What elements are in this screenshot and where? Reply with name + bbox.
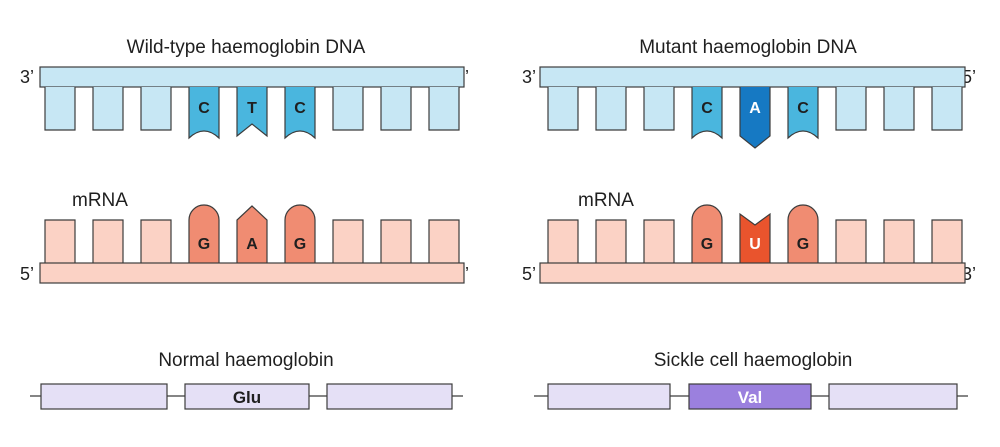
- mrna-base: [92, 219, 124, 263]
- sickle-cell-haemoglobin-chain: Val: [534, 383, 968, 410]
- dna-base: [835, 87, 867, 131]
- dna-base-letter: T: [247, 100, 257, 117]
- dna-base: [380, 87, 412, 131]
- mrna-base: [547, 219, 579, 263]
- mrna-base: [428, 219, 460, 263]
- amino-acid-label: Val: [738, 388, 763, 407]
- dna-base: [332, 87, 364, 131]
- dna-backbone: [39, 66, 465, 88]
- mrna-base: [883, 219, 915, 263]
- dna-base: [931, 87, 963, 131]
- mrna-base: [140, 219, 172, 263]
- dna-base: [883, 87, 915, 131]
- dna-base-c: [284, 87, 316, 140]
- amino-acid-label: Glu: [233, 388, 261, 407]
- wild-type-mrna-5-prime: 5’: [20, 264, 34, 284]
- dna-base-t: [236, 87, 268, 138]
- mrna-backbone: [39, 262, 465, 284]
- dna-base: [428, 87, 460, 131]
- polypeptide-segment: [828, 383, 958, 410]
- wild-type-panel: Wild-type haemoglobin DNA 3’ 5’ C T C mRNA…: [20, 37, 469, 410]
- dna-base: [595, 87, 627, 131]
- polypeptide-segment: [547, 383, 671, 410]
- mrna-base-u: [739, 212, 771, 263]
- mrna-base: [332, 219, 364, 263]
- mrna-base: [380, 219, 412, 263]
- wild-type-dna-title: Wild-type haemoglobin DNA: [127, 37, 366, 58]
- mutant-dna-title: Mutant haemoglobin DNA: [639, 37, 857, 58]
- dna-base-letter: C: [701, 100, 713, 117]
- wild-type-mrna-label: mRNA: [72, 190, 128, 211]
- mutant-mrna-5-prime: 5’: [522, 264, 536, 284]
- mrna-base-g: [787, 204, 819, 263]
- amino-acid-residue: [688, 383, 812, 410]
- polypeptide-segment: [40, 383, 168, 410]
- amino-acid-residue: [184, 383, 310, 410]
- mrna-base-letter: G: [198, 236, 210, 253]
- mrna-base-g: [691, 204, 723, 263]
- mrna-base: [595, 219, 627, 263]
- mrna-base-g: [188, 204, 220, 263]
- mrna-base-letter: G: [294, 236, 306, 253]
- dna-base-a: [739, 87, 771, 149]
- mrna-base: [643, 219, 675, 263]
- dna-backbone: [539, 66, 966, 88]
- mrna-base-letter: G: [701, 236, 713, 253]
- mrna-base: [835, 219, 867, 263]
- dna-base-c: [188, 87, 220, 140]
- dna-base: [643, 87, 675, 131]
- normal-haemoglobin-title: Normal haemoglobin: [158, 350, 333, 371]
- dna-base-letter: A: [749, 100, 761, 117]
- dna-base: [547, 87, 579, 131]
- dna-base: [140, 87, 172, 131]
- dna-base: [44, 87, 76, 131]
- mrna-base-g: [284, 204, 316, 263]
- dna-base-letter: C: [198, 100, 210, 117]
- dna-base-c: [787, 87, 819, 140]
- mrna-backbone: [539, 262, 966, 284]
- mrna-base: [44, 219, 76, 263]
- sickle-cell-haemoglobin-title: Sickle cell haemoglobin: [654, 350, 853, 371]
- dna-base: [92, 87, 124, 131]
- mrna-base-letter: G: [797, 236, 809, 253]
- mutant-mrna-label: mRNA: [578, 190, 634, 211]
- dna-base-letter: C: [294, 100, 306, 117]
- dna-base-c: [691, 87, 723, 140]
- mutant-dna-3-prime: 3’: [522, 67, 536, 87]
- wild-type-dna-3-prime: 3’: [20, 67, 34, 87]
- mrna-base-letter: U: [749, 236, 761, 253]
- mrna-base-letter: A: [246, 236, 258, 253]
- mrna-base-a: [236, 205, 268, 263]
- dna-base-letter: C: [797, 100, 809, 117]
- polypeptide-segment: [326, 383, 453, 410]
- mrna-base: [931, 219, 963, 263]
- normal-haemoglobin-chain: Glu: [30, 383, 463, 410]
